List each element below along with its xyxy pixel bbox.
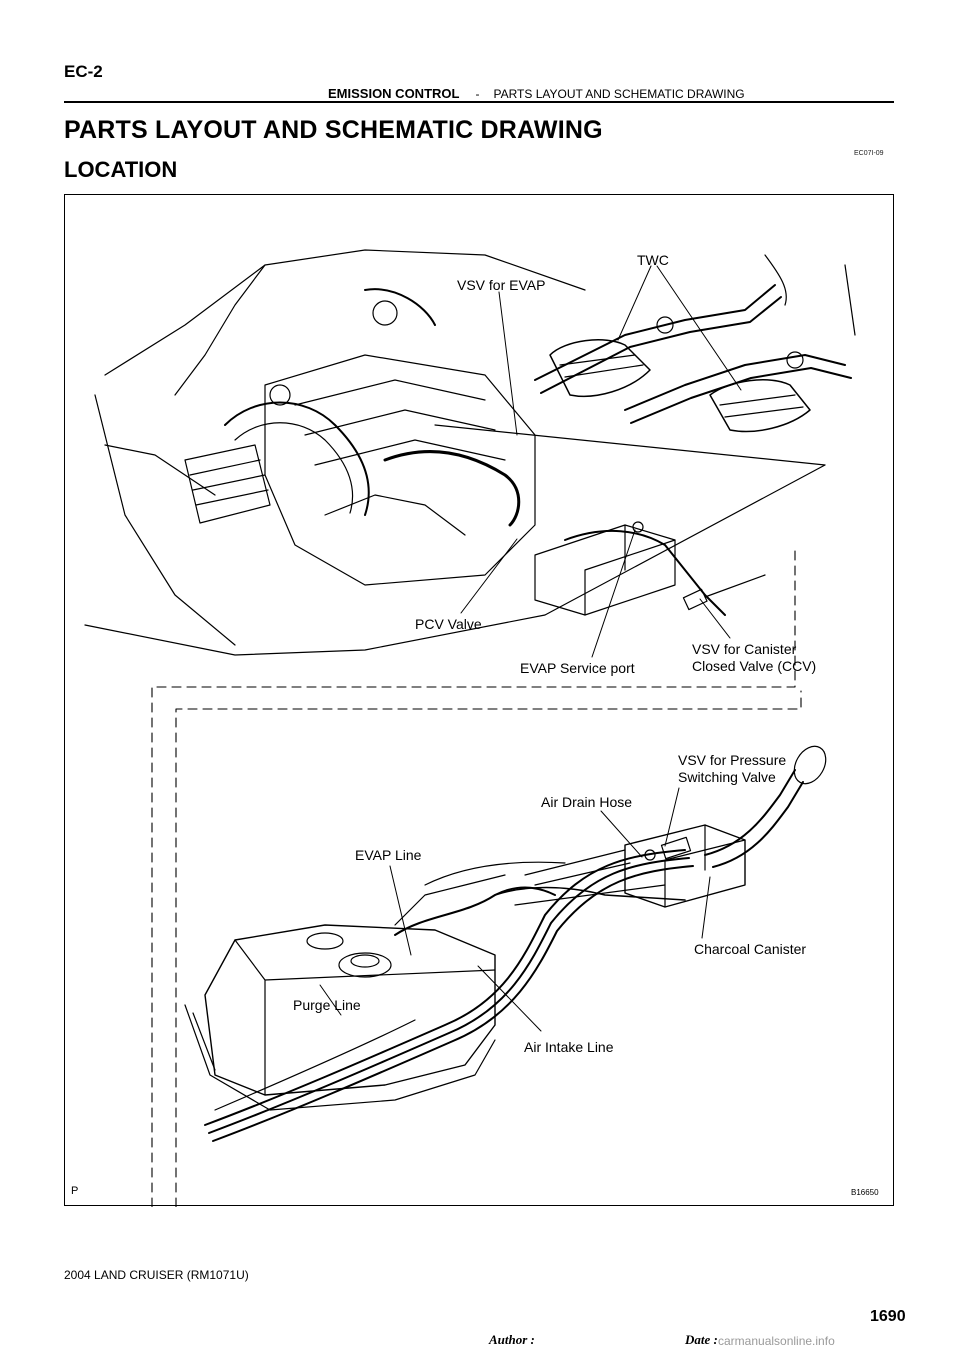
document-code: EC07I-09 xyxy=(854,150,884,157)
page-code: EC-2 xyxy=(64,62,103,81)
section-name: EMISSION CONTROL xyxy=(328,86,460,101)
label-air-drain-hose: Air Drain Hose xyxy=(541,794,633,810)
boundary-dashed-lines xyxy=(151,550,802,1207)
label-vsv-canister-line2: Closed Valve (CCV) xyxy=(692,658,817,674)
label-purge-line: Purge Line xyxy=(293,997,361,1013)
label-vsv-pressure-line1: VSV for Pressure xyxy=(678,752,787,768)
author-label: Author : xyxy=(489,1332,535,1347)
label-pcv-valve: PCV Valve xyxy=(415,616,482,632)
label-evap-line: EVAP Line xyxy=(355,847,422,863)
footer-model: 2004 LAND CRUISER (RM1071U) xyxy=(64,1268,249,1282)
location-figure: TWC VSV for EVAP PCV Valve EVAP Service … xyxy=(64,194,894,1207)
engine-bay-drawing xyxy=(84,249,856,656)
watermark: carmanualsonline.info xyxy=(718,1334,835,1348)
figure-illustration xyxy=(84,249,856,1207)
figure-corner-mark: P xyxy=(71,1185,79,1197)
subsection-name: PARTS LAYOUT AND SCHEMATIC DRAWING xyxy=(493,87,745,101)
date-label: Date : xyxy=(685,1332,718,1347)
label-vsv-evap: VSV for EVAP xyxy=(457,277,546,293)
section-heading: LOCATION xyxy=(64,157,178,182)
running-header: EMISSION CONTROL -PARTS LAYOUT AND SCHEMA… xyxy=(328,86,745,101)
label-air-intake-line: Air Intake Line xyxy=(524,1039,614,1055)
label-vsv-pressure: VSV for Pressure Switching Valve xyxy=(678,752,786,786)
label-charcoal-canister: Charcoal Canister xyxy=(694,941,807,957)
label-vsv-pressure-line2: Switching Valve xyxy=(678,769,776,785)
page-number: 1690 xyxy=(870,1308,906,1325)
leader-lines xyxy=(319,265,742,1032)
label-vsv-canister: VSV for Canister Closed Valve (CCV) xyxy=(692,641,816,675)
header-separator: - xyxy=(475,87,480,101)
label-vsv-canister-line1: VSV for Canister xyxy=(692,641,797,657)
label-evap-service-port: EVAP Service port xyxy=(520,660,635,676)
fuel-tank-drawing xyxy=(184,745,827,1142)
header-rule xyxy=(64,101,894,103)
label-twc: TWC xyxy=(637,252,669,268)
page-title: PARTS LAYOUT AND SCHEMATIC DRAWING xyxy=(64,116,603,144)
figure-code: B16650 xyxy=(851,1188,879,1197)
